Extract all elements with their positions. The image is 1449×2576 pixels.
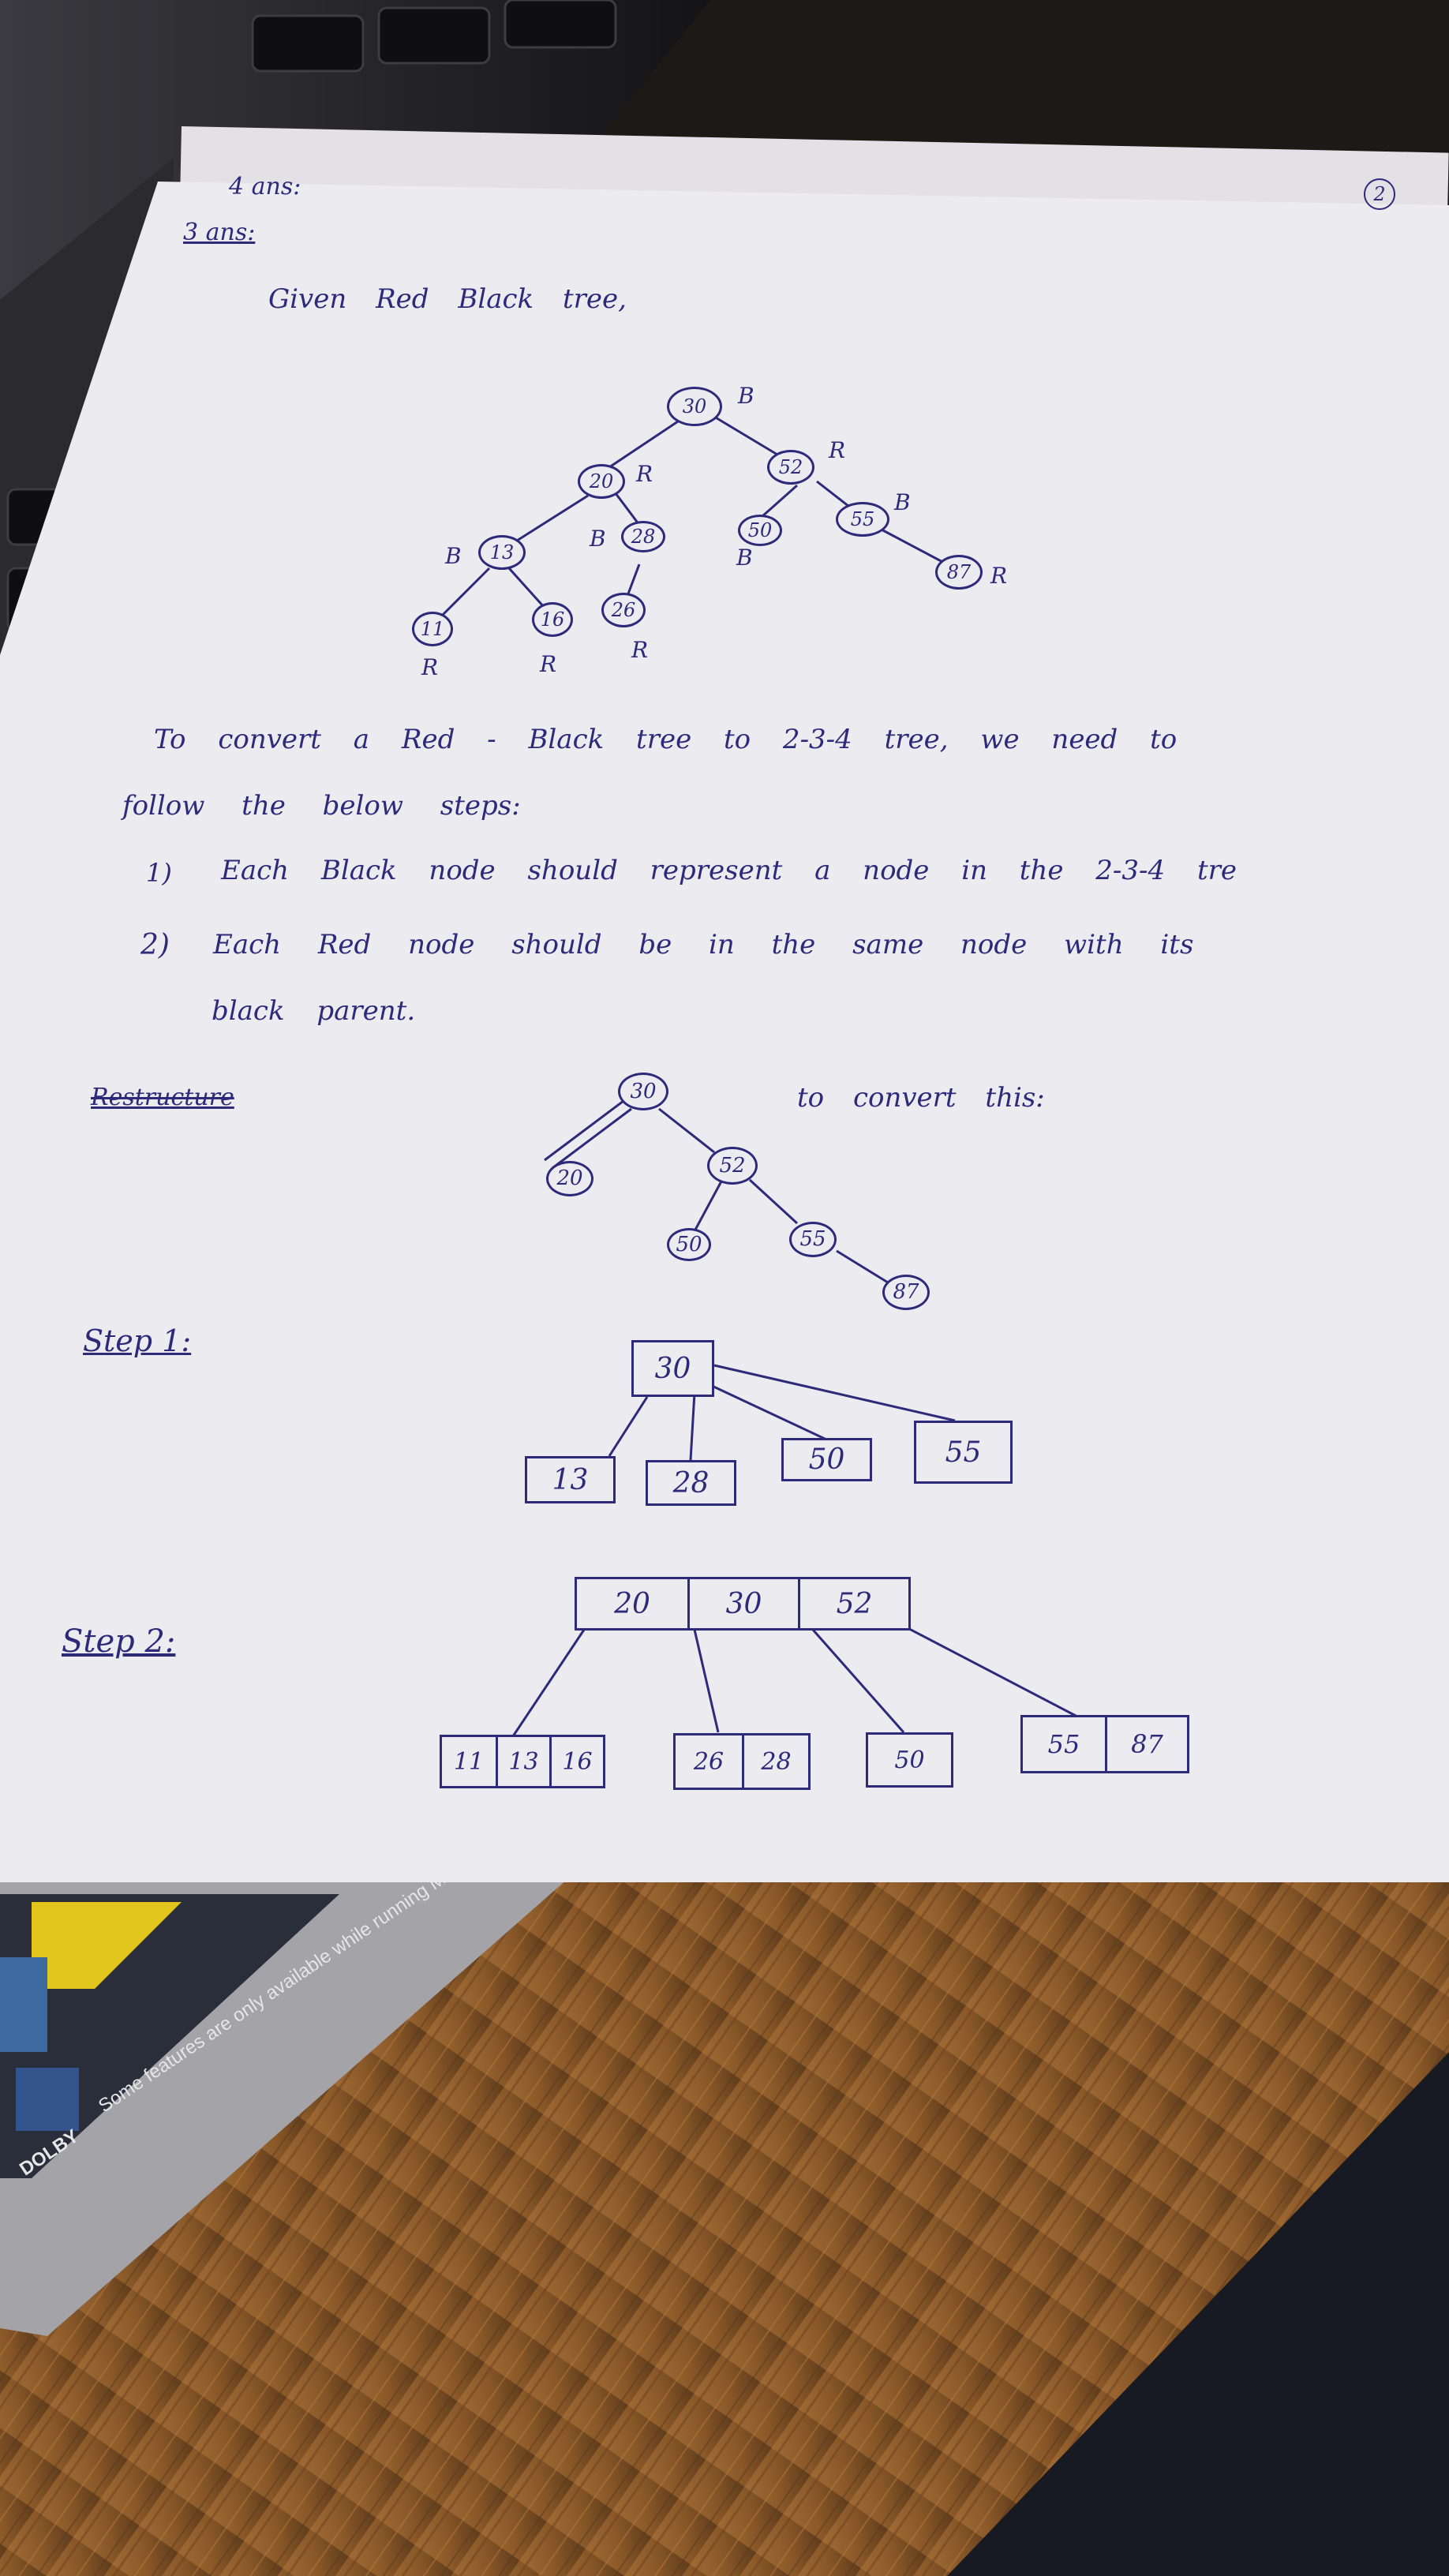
restructure-node-87: 87 bbox=[882, 1274, 930, 1310]
rb-color-52: R bbox=[829, 437, 846, 463]
step2-child-node-2: 26 28 bbox=[673, 1733, 811, 1790]
rb-node-55: 55 bbox=[836, 502, 889, 537]
rb-node-87: 87 bbox=[935, 555, 983, 590]
step2-child-node-4-key-55: 55 bbox=[1047, 1729, 1080, 1759]
step-2-text: Each Red node should be in the same node… bbox=[213, 929, 1194, 960]
rb-color-20: R bbox=[636, 461, 653, 487]
step2-child-node-2-key-28: 28 bbox=[742, 1735, 808, 1788]
step-1-number: 1) bbox=[146, 858, 172, 888]
rb-color-87: R bbox=[990, 563, 1008, 589]
convert-note: to convert this: bbox=[797, 1082, 1045, 1114]
rb-node-16: 16 bbox=[532, 602, 573, 637]
rb-node-52: 52 bbox=[767, 450, 814, 485]
rb-color-28: B bbox=[590, 526, 606, 552]
text-line-1: To convert a Red - Black tree to 2-3-4 t… bbox=[154, 724, 1178, 755]
step1-child-node-50: 50 bbox=[781, 1438, 872, 1481]
step2-child-node-4: 55 87 bbox=[1020, 1715, 1189, 1773]
step2-child-node-1-key-16: 16 bbox=[549, 1737, 603, 1786]
step-2-label: Step 2: bbox=[62, 1623, 176, 1660]
restructure-node-30: 30 bbox=[618, 1073, 668, 1110]
step2-child-node-1-key-13: 13 bbox=[496, 1737, 549, 1786]
rb-color-55: B bbox=[894, 489, 911, 515]
step-2-number: 2) bbox=[140, 929, 170, 961]
restructure-node-52: 52 bbox=[707, 1147, 758, 1185]
answer-4-mark: 4 ans: bbox=[229, 173, 301, 200]
answer-3-mark: 3 ans: bbox=[183, 219, 256, 246]
rb-color-50: B bbox=[736, 545, 753, 571]
restructure-label: Restructure bbox=[91, 1084, 234, 1111]
rb-node-20: 20 bbox=[578, 464, 625, 499]
text-line-2: follow the below steps: bbox=[122, 790, 521, 822]
step2-root-node-key-20: 20 bbox=[614, 1587, 650, 1620]
heading-text: Given Red Black tree, bbox=[268, 283, 627, 315]
step2-child-node-2-key-26: 26 bbox=[693, 1747, 724, 1776]
rb-node-50: 50 bbox=[738, 515, 782, 546]
step2-root-node-key-52: 52 bbox=[798, 1579, 908, 1628]
step1-child-node-13: 13 bbox=[525, 1456, 616, 1503]
step2-child-node-4-key-87: 87 bbox=[1105, 1717, 1187, 1771]
rb-node-11: 11 bbox=[412, 612, 453, 646]
restructure-node-55: 55 bbox=[789, 1221, 837, 1257]
rb-node-13: 13 bbox=[478, 535, 526, 570]
page-number: 2 bbox=[1364, 178, 1395, 210]
rb-node-28: 28 bbox=[621, 521, 665, 552]
rb-node-26: 26 bbox=[601, 593, 646, 627]
rb-node-30: 30 bbox=[667, 387, 722, 426]
step2-child-node-3-key-50: 50 bbox=[894, 1746, 925, 1774]
step2-child-node-1-key-11: 11 bbox=[453, 1747, 485, 1776]
step1-child-node-28: 28 bbox=[646, 1460, 736, 1506]
step1-child-node-55: 55 bbox=[914, 1421, 1013, 1484]
rb-color-11: R bbox=[421, 654, 439, 680]
rb-color-30: B bbox=[738, 383, 754, 409]
step2-child-node-3: 50 bbox=[866, 1732, 953, 1788]
rb-color-16: R bbox=[540, 651, 557, 677]
step-1-label: Step 1: bbox=[83, 1324, 192, 1358]
rb-color-13: B bbox=[445, 543, 462, 569]
step1-root-node: 30 bbox=[631, 1340, 714, 1397]
step-1-text: Each Black node should represent a node … bbox=[221, 855, 1237, 886]
restructure-node-50: 50 bbox=[667, 1228, 711, 1261]
rb-color-26: R bbox=[631, 637, 649, 663]
restructure-node-20: 20 bbox=[546, 1160, 593, 1196]
step-2-continued: black parent. bbox=[212, 995, 416, 1027]
step2-root-node-key-30: 30 bbox=[687, 1579, 798, 1628]
